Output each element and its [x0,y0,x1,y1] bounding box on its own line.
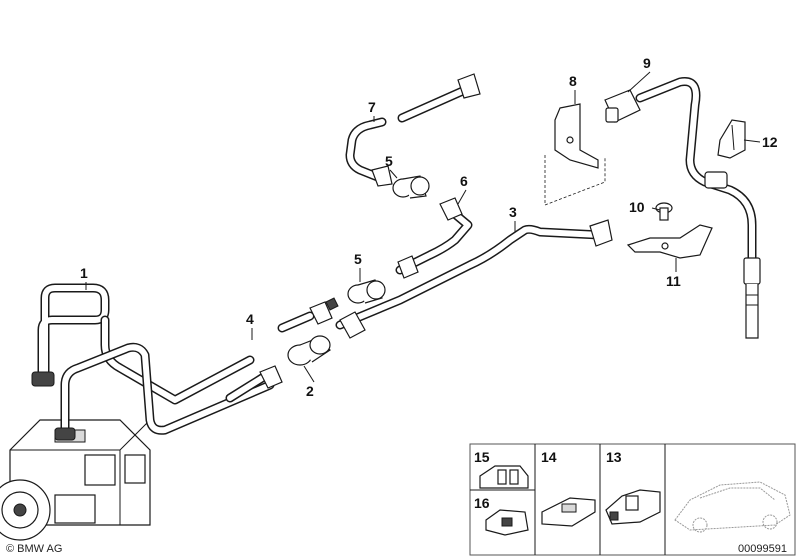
callout-1: 1 [80,265,88,281]
diagram-number: 00099591 [738,543,787,555]
callout-6: 6 [460,173,468,189]
brake-pipe-6 [395,197,473,279]
part-13-holder [605,489,661,525]
callout-12: 12 [762,134,778,150]
part-16-clip [485,509,529,536]
callout-13: 13 [606,449,622,465]
callout-11: 11 [666,273,681,289]
brake-pipe-abs-outlet [54,342,275,441]
part-5-lower-nut [347,279,386,304]
part-11-bracket [626,224,713,259]
callout-5-upper: 5 [385,153,393,169]
callout-7: 7 [368,99,376,115]
brake-pipe-3 [335,219,613,339]
callout-8: 8 [569,73,577,89]
callout-16: 16 [474,495,490,511]
part-15-clip [479,465,529,489]
copyright-text: © BMW AG [6,543,62,555]
callout-9: 9 [643,55,651,71]
inset-panel: 15 16 14 13 [469,443,796,556]
callout-leaders [85,71,761,383]
part-12-clip [717,119,746,159]
brake-pipe-7 [345,73,481,187]
callout-14: 14 [541,449,557,465]
part-2-nut [287,335,331,366]
callout-4: 4 [246,311,254,327]
part-14-holder [541,497,596,527]
part-10-bolt [655,202,673,221]
callout-15: 15 [474,449,490,465]
callout-2: 2 [306,383,314,399]
part-9-brake-hose [604,77,761,339]
car-silhouette [674,481,791,533]
callout-10: 10 [629,199,645,215]
brake-pipe-4 [225,297,339,403]
callout-3: 3 [509,204,517,220]
part-8-bracket [544,103,606,206]
part-5-upper-nut [392,175,430,199]
callout-5-lower: 5 [354,251,362,267]
